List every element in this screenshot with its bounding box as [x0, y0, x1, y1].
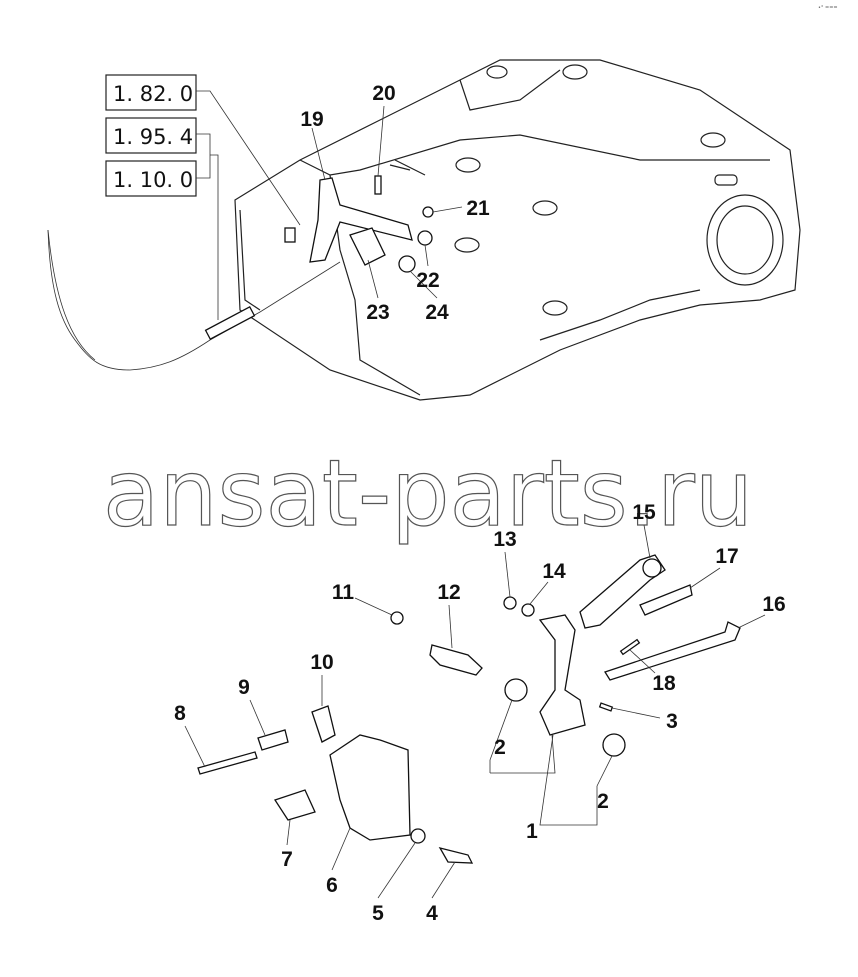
callout-8: 8 [174, 702, 186, 725]
callout-1: 1 [526, 820, 538, 843]
part-13-clip [503, 596, 517, 610]
part-3-pin [598, 702, 614, 712]
callout-18: 18 [652, 672, 676, 695]
part-22-oring [417, 230, 433, 246]
reference-boxes: 1. 82. 0 1. 95. 4 1. 10. 0 [105, 74, 301, 320]
part-17-spring [639, 584, 693, 616]
part-24-oring [398, 255, 416, 273]
callout-14: 14 [542, 560, 566, 583]
callout-23: 23 [366, 301, 389, 324]
callout-2: 2 [597, 790, 609, 813]
callout-3: 3 [666, 710, 678, 733]
part-10-bracket [311, 705, 336, 743]
part-23-fitting [349, 227, 386, 266]
part-18-pin [619, 638, 641, 656]
part-11-washer [390, 611, 404, 625]
reference-box[interactable] [105, 160, 197, 197]
part-6-bracket [329, 734, 411, 841]
callout-16: 16 [762, 593, 785, 616]
part-5-washer [410, 828, 426, 844]
callout-11: 11 [332, 581, 355, 604]
part-4-bolt [438, 846, 474, 864]
leader-lines [184, 105, 766, 899]
control-cable [47, 229, 341, 371]
callout-5: 5 [372, 902, 384, 925]
callout-10: 10 [310, 651, 333, 674]
part-2-bushing [504, 678, 528, 702]
cable-end [284, 227, 296, 243]
callout-22: 22 [416, 269, 439, 292]
reference-box[interactable] [105, 74, 197, 111]
reference-box[interactable] [105, 117, 197, 154]
part-20-pin [374, 175, 382, 195]
callout-13: 13 [493, 528, 516, 551]
transmission-housing [234, 59, 801, 401]
part-21-clip [422, 206, 434, 218]
part-2-bushing [602, 733, 626, 757]
part-1-lever [538, 614, 586, 736]
callout-2: 2 [494, 736, 506, 759]
corner-mark: •° === [818, 5, 838, 11]
reference-label[interactable]: 1. 10. 0 [113, 168, 193, 192]
reference-label[interactable]: 1. 95. 4 [113, 125, 193, 149]
callout-12: 12 [437, 581, 460, 604]
callout-9: 9 [238, 676, 250, 699]
callout-4: 4 [426, 902, 438, 925]
callout-6: 6 [326, 874, 338, 897]
callout-17: 17 [715, 545, 738, 568]
reference-label[interactable]: 1. 82. 0 [113, 82, 193, 106]
callout-7: 7 [281, 848, 293, 871]
part-16-rod [604, 621, 741, 681]
callout-24: 24 [425, 301, 449, 324]
part-12-bushing [429, 644, 483, 676]
callout-15: 15 [632, 501, 656, 524]
lower-assembly [197, 554, 741, 864]
watermark: ansat-parts.ru [103, 440, 753, 547]
part-7-plug [273, 789, 316, 821]
callout-20: 20 [372, 82, 395, 105]
callout-labels: 20 19 21 22 23 24 15 17 16 13 14 11 12 1… [174, 82, 786, 925]
part-8-stud [197, 751, 258, 775]
part-14-washer [521, 603, 535, 617]
callout-21: 21 [466, 197, 490, 220]
part-9-bolt [257, 729, 289, 751]
part-19-lever-shaft [309, 177, 413, 263]
callout-19: 19 [300, 108, 323, 131]
